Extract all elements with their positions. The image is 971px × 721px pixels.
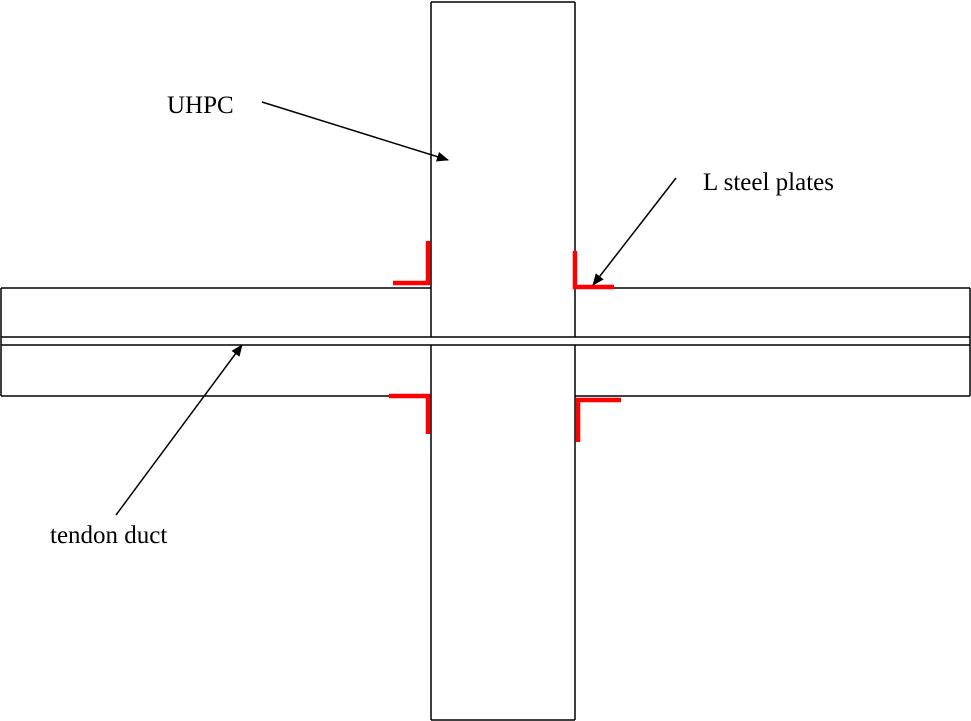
plate-top-right: [572, 251, 614, 290]
l-steel-plates: [389, 241, 621, 442]
label-tendon-duct: tendon duct: [50, 522, 167, 549]
column: [430, 1, 576, 721]
label-uhpc: UHPC: [167, 92, 234, 119]
plate-bottom-left: [389, 393, 431, 434]
joint-core: [430, 288, 576, 337]
plate-top-left: [393, 241, 431, 286]
tendon-duct: [1, 336, 970, 346]
plate-bottom-right: [575, 397, 621, 442]
label-l-steel-plates: L steel plates: [703, 169, 834, 196]
duct-leader-arrow: [115, 344, 243, 516]
beam: [0, 287, 971, 397]
uhpc-leader-arrow: [261, 101, 449, 162]
plates-leader-arrow: [592, 177, 677, 286]
